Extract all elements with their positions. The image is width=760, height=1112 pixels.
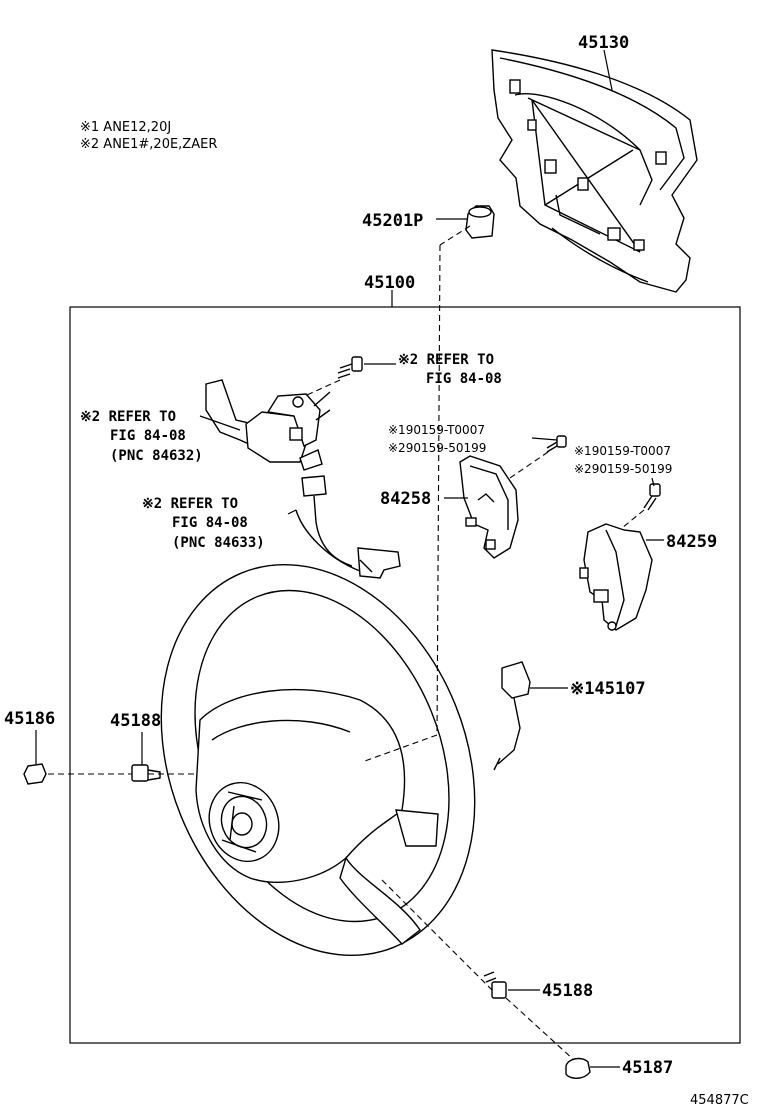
ref-mid-line2: FIG 84-08 [172,515,248,531]
ref-top-line1: ※2 REFER TO [398,352,494,368]
bolt-45188-left [131,764,161,782]
switch-84258 [459,455,519,559]
screw-b-code2: ※290159-50199 [574,462,672,476]
label-45187: 45187 [622,1058,673,1078]
dash-nut-axis [439,225,471,246]
switch-84259 [579,523,653,631]
leader-screw-a [531,437,558,441]
combination-switch [205,379,331,471]
leader-ref-mid [287,509,297,515]
screw-a [546,435,567,453]
dash-bolt-45187 [505,997,575,1061]
label-84258: 84258 [380,489,431,509]
note-ane1: ※2 ANE1#,20E,ZAER [80,137,217,152]
screw-b-code1: ※190159-T0007 [574,444,671,458]
cap-45187 [565,1057,591,1079]
label-45201p: 45201P [362,211,423,231]
label-84259: 84259 [666,532,717,552]
cap-45186 [23,763,47,785]
note-ane12: ※1 ANE12,20J [80,120,171,135]
leader-screw-b [651,477,655,487]
label-45107: ※145107 [570,679,646,699]
label-45100: 45100 [364,273,415,293]
dash-screw-a [509,451,549,479]
screw-b [643,483,661,511]
ref-left-line3: (PNC 84632) [110,448,203,464]
ref-mid-line1: ※2 REFER TO [142,496,238,512]
steering-pad-45130 [491,49,698,293]
ref-mid-line3: (PNC 84633) [172,535,265,551]
ref-left-line1: ※2 REFER TO [80,409,176,425]
screw-a-code1: ※190159-T0007 [388,423,485,437]
ref-left-line2: FIG 84-08 [110,428,186,444]
dash-center-axis [436,244,441,736]
label-45130: 45130 [578,33,629,53]
assembly-frame-45100 [69,306,741,1044]
label-45186: 45186 [4,709,55,729]
wire-45107 [493,661,531,771]
leader-ref-left [199,415,241,431]
wire-harness [295,475,401,579]
dash-screw-b [621,509,645,529]
leader-45130 [603,49,613,91]
dash-bolt-bottom [381,879,493,991]
bolt-45188-bottom [483,971,507,999]
steering-wheel [160,563,476,957]
label-45188-bottom: 45188 [542,981,593,1001]
label-45188-left: 45188 [110,711,161,731]
nut-45201p [465,205,495,239]
screw-top [337,356,363,379]
screw-a-code2: ※290159-50199 [388,441,486,455]
dash-wheel-center [361,734,438,763]
ref-top-line2: FIG 84-08 [426,371,502,387]
diagram-code: 454877C [690,1093,749,1108]
